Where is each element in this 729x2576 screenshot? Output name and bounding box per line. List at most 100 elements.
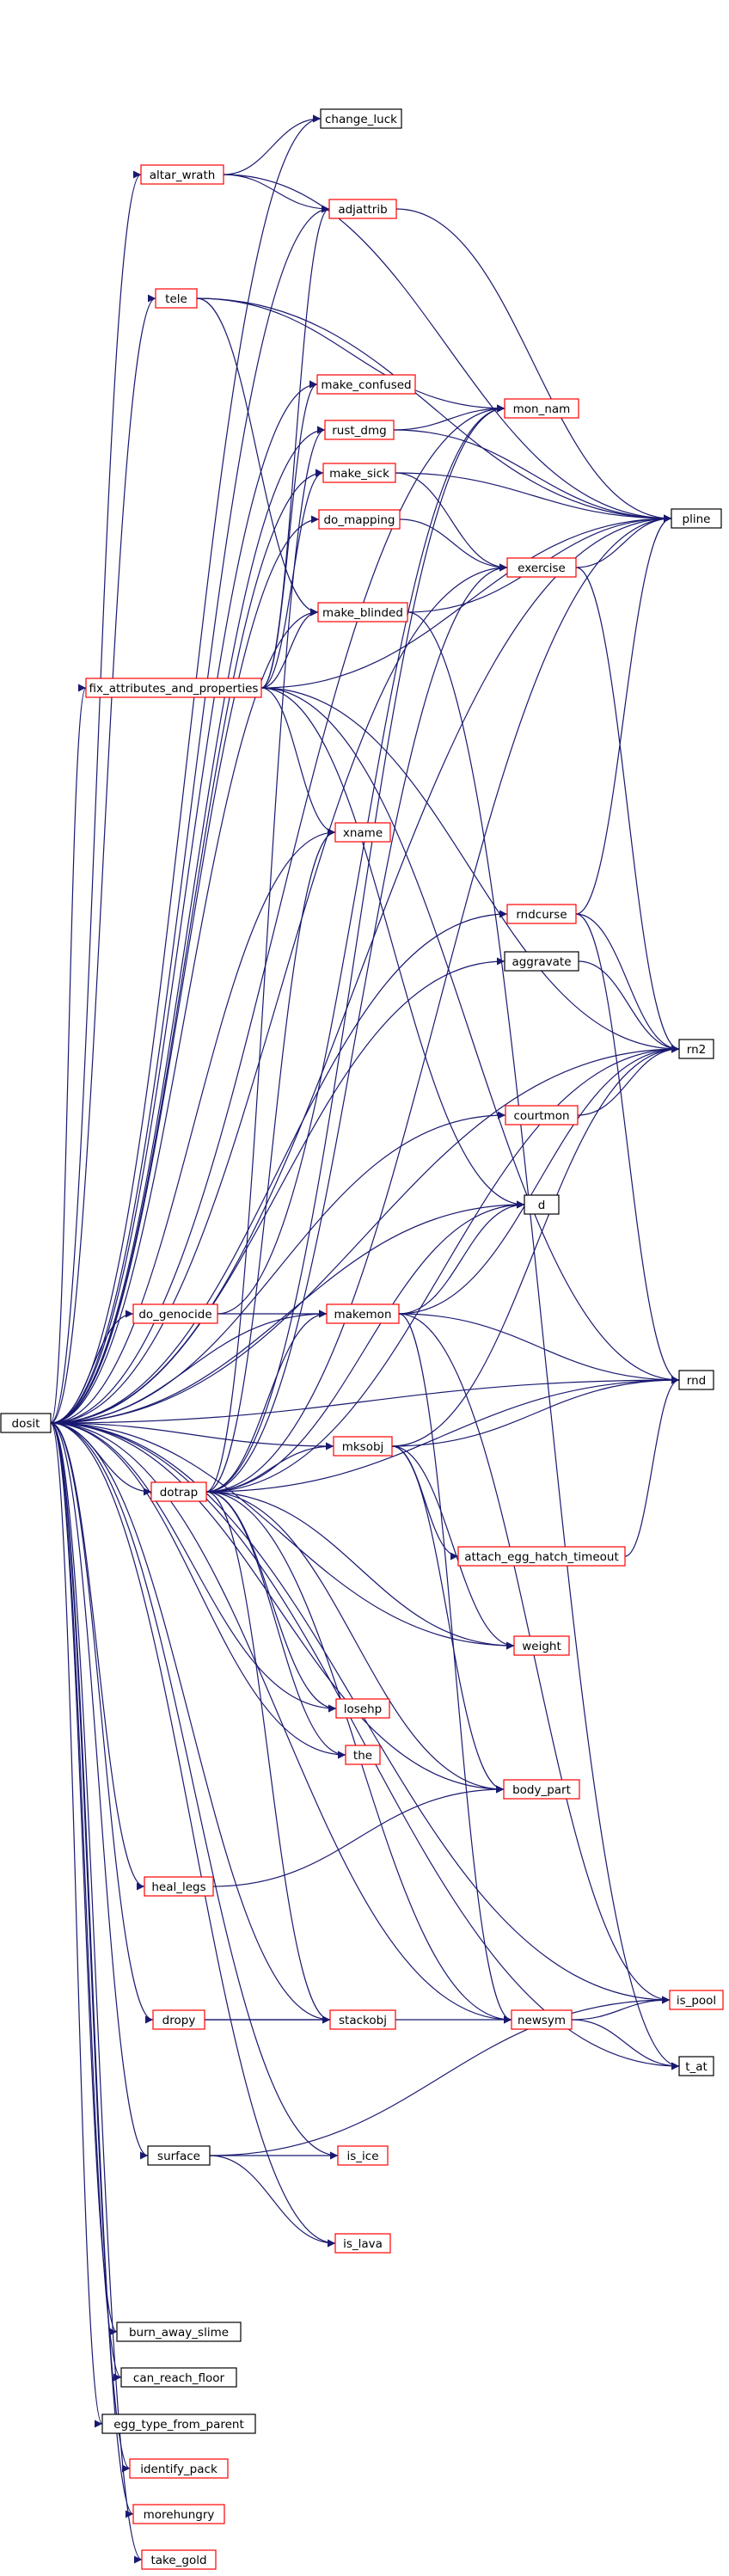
edge-heal_legs-to-body_part xyxy=(212,1785,505,1887)
node-label: identify_pack xyxy=(140,2463,217,2476)
node-is-pool[interactable]: is_pool xyxy=(669,1990,724,2010)
node-take-gold[interactable]: take_gold xyxy=(141,2549,217,2570)
node-fix-attributes-and-properties[interactable]: fix_attributes_and_properties xyxy=(85,678,262,698)
node-label: newsym xyxy=(518,2014,566,2027)
node-the[interactable]: the xyxy=(345,1745,381,1765)
node-tele[interactable]: tele xyxy=(155,288,198,309)
node-aggravate[interactable]: aggravate xyxy=(504,951,579,972)
node-box xyxy=(147,2145,211,2166)
edge-dotrap-to-stackobj xyxy=(205,1491,331,2024)
node-courtmon[interactable]: courtmon xyxy=(505,1105,579,1125)
node-label: weight xyxy=(522,1640,561,1653)
node-label: exercise xyxy=(518,561,566,575)
node-newsym[interactable]: newsym xyxy=(511,2009,573,2030)
node-dotrap[interactable]: dotrap xyxy=(150,1481,207,1502)
node-heal-legs[interactable]: heal_legs xyxy=(144,1876,214,1897)
node-do-genocide[interactable]: do_genocide xyxy=(132,1303,218,1324)
node-pline[interactable]: pline xyxy=(671,508,722,529)
edge-dosit-to-make_blinded xyxy=(50,608,319,1424)
edge-dotrap-to-mksobj xyxy=(205,1442,334,1493)
edge-exercise-to-pline xyxy=(575,514,672,568)
node-box xyxy=(141,2549,217,2570)
node-label: dosit xyxy=(12,1417,40,1431)
node-morehungry[interactable]: morehungry xyxy=(132,2504,225,2524)
edge-rndcurse-to-pline xyxy=(575,514,672,915)
node-box xyxy=(506,904,577,924)
node-is-ice[interactable]: is_ice xyxy=(337,2145,389,2166)
edge-make_sick-to-exercise xyxy=(395,472,508,572)
node-box xyxy=(334,2233,391,2254)
node-make-sick[interactable]: make_sick xyxy=(322,463,396,483)
edge-dotrap-to-makemon xyxy=(205,1309,328,1493)
node-egg-type-from-parent[interactable]: egg_type_from_parent xyxy=(101,2413,256,2434)
node-body-part[interactable]: body_part xyxy=(503,1779,580,1800)
node-box xyxy=(671,508,722,529)
node-label: do_genocide xyxy=(138,1308,211,1322)
node-weight[interactable]: weight xyxy=(513,1635,570,1656)
node-do-mapping[interactable]: do_mapping xyxy=(318,509,401,530)
node-dropy[interactable]: dropy xyxy=(152,2009,205,2030)
node-altar-wrath[interactable]: altar_wrath xyxy=(140,164,224,185)
node-mksobj[interactable]: mksobj xyxy=(333,1436,393,1457)
node-box xyxy=(85,678,262,698)
node-label: fix_attributes_and_properties xyxy=(89,682,259,696)
edge-fix_attributes_and_properties-to-make_confused xyxy=(260,380,318,689)
node-make-confused[interactable]: make_confused xyxy=(316,374,416,395)
node-d[interactable]: d xyxy=(524,1194,560,1215)
node-rnd[interactable]: rnd xyxy=(678,1370,714,1390)
node-box xyxy=(345,1745,381,1765)
node-xname[interactable]: xname xyxy=(334,822,391,843)
node-make-blinded[interactable]: make_blinded xyxy=(317,602,408,623)
edge-dosit-to-take_gold xyxy=(50,1422,143,2564)
node-box xyxy=(318,509,401,530)
node-box xyxy=(457,1546,626,1567)
node-surface[interactable]: surface xyxy=(147,2145,211,2166)
edge-do_mapping-to-exercise xyxy=(399,518,508,572)
node-box xyxy=(320,108,402,129)
node-label: is_ice xyxy=(346,2150,378,2163)
node-box xyxy=(678,1039,714,1059)
edge-rndcurse-to-rnd xyxy=(575,913,680,1384)
edge-make_sick-to-pline xyxy=(395,472,672,523)
edge-attach_egg_hatch_timeout-to-rnd xyxy=(624,1376,680,1557)
edge-dotrap-to-d xyxy=(205,1200,525,1493)
node-label: rust_dmg xyxy=(332,424,386,438)
node-is-lava[interactable]: is_lava xyxy=(334,2233,391,2254)
node-label: make_confused xyxy=(321,378,411,392)
node-losehp[interactable]: losehp xyxy=(335,1698,390,1719)
node-makemon[interactable]: makemon xyxy=(326,1303,400,1324)
node-label: is_lava xyxy=(343,2237,383,2251)
edge-dotrap-to-weight xyxy=(205,1491,515,1650)
node-rndcurse[interactable]: rndcurse xyxy=(506,904,577,924)
edge-dosit-to-body_part xyxy=(50,1422,505,1794)
edge-rust_dmg-to-mon_nam xyxy=(393,404,505,431)
node-t-at[interactable]: t_at xyxy=(678,2056,714,2076)
node-adjattrib[interactable]: adjattrib xyxy=(328,199,397,219)
node-change-luck[interactable]: change_luck xyxy=(320,108,402,129)
node-can-reach-floor[interactable]: can_reach_floor xyxy=(120,2367,237,2388)
node-identify-pack[interactable]: identify_pack xyxy=(129,2458,229,2479)
node-label: losehp xyxy=(344,1702,382,1716)
edge-dosit-to-losehp xyxy=(50,1422,337,1713)
node-burn-away-slime[interactable]: burn_away_slime xyxy=(116,2321,242,2342)
node-label: do_mapping xyxy=(323,513,395,527)
node-label: take_gold xyxy=(150,2554,206,2567)
edge-fix_attributes_and_properties-to-pline xyxy=(260,514,672,689)
edge-exercise-to-rn2 xyxy=(575,567,680,1053)
edge-dotrap-to-xname xyxy=(205,828,336,1493)
node-attach-egg-hatch-timeout[interactable]: attach_egg_hatch_timeout xyxy=(457,1546,626,1567)
node-rn2[interactable]: rn2 xyxy=(678,1039,714,1059)
node-box xyxy=(140,164,224,185)
node-dosit[interactable]: dosit xyxy=(0,1413,52,1433)
node-mon-nam[interactable]: mon_nam xyxy=(504,398,579,419)
node-stackobj[interactable]: stackobj xyxy=(329,2009,396,2030)
edge-fix_attributes_and_properties-to-make_blinded xyxy=(260,608,319,689)
node-exercise[interactable]: exercise xyxy=(506,557,577,578)
node-label: t_at xyxy=(685,2060,708,2074)
edge-dosit-to-stackobj xyxy=(50,1422,331,2024)
edge-surface-to-is_lava xyxy=(209,2155,336,2248)
edge-dotrap-to-rust_dmg xyxy=(205,426,326,1493)
edge-dosit-to-make_confused xyxy=(50,380,318,1424)
node-rust-dmg[interactable]: rust_dmg xyxy=(324,420,395,440)
